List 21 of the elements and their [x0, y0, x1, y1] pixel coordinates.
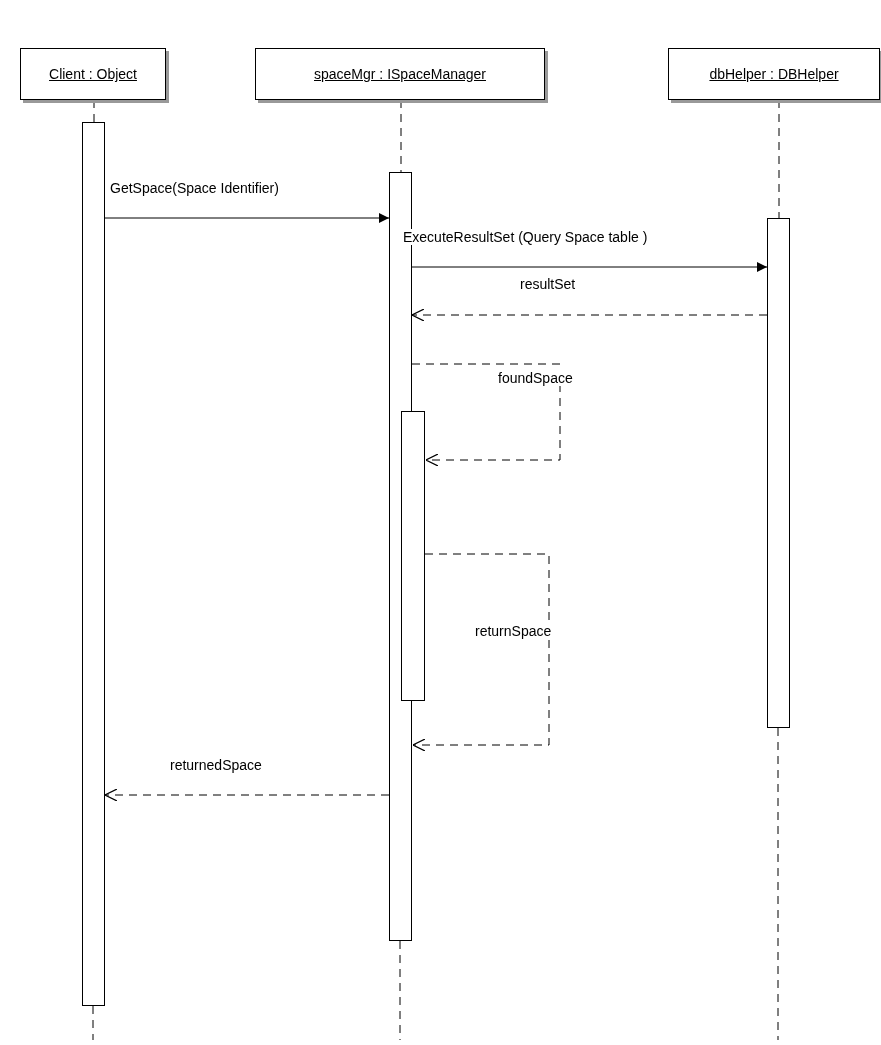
object-name: spaceMgr : ISpaceManager — [314, 66, 486, 82]
return-arrow — [411, 308, 768, 322]
activation-bar — [82, 122, 105, 1006]
activation-bar — [401, 411, 425, 701]
lifeline-head-box — [668, 48, 880, 100]
message-arrow — [411, 262, 768, 272]
message-label: returnSpace — [473, 623, 554, 639]
return-arrow — [411, 363, 561, 467]
object-name: Client : Object — [49, 66, 137, 82]
lifeline-head-box — [20, 48, 166, 100]
lifeline-head-box — [255, 48, 545, 100]
return-arrow — [412, 553, 550, 752]
message-label: GetSpace(Space Identifier) — [108, 180, 281, 196]
activation-bar — [767, 218, 790, 728]
message-label: resultSet — [518, 276, 578, 292]
message-label: returnedSpace — [168, 757, 264, 773]
message-label: foundSpace — [496, 370, 575, 386]
message-label: ExecuteResultSet (Query Space table ) — [401, 229, 650, 245]
return-arrow — [104, 788, 390, 802]
message-arrow — [104, 213, 390, 223]
object-name: dbHelper : DBHelper — [709, 66, 839, 82]
